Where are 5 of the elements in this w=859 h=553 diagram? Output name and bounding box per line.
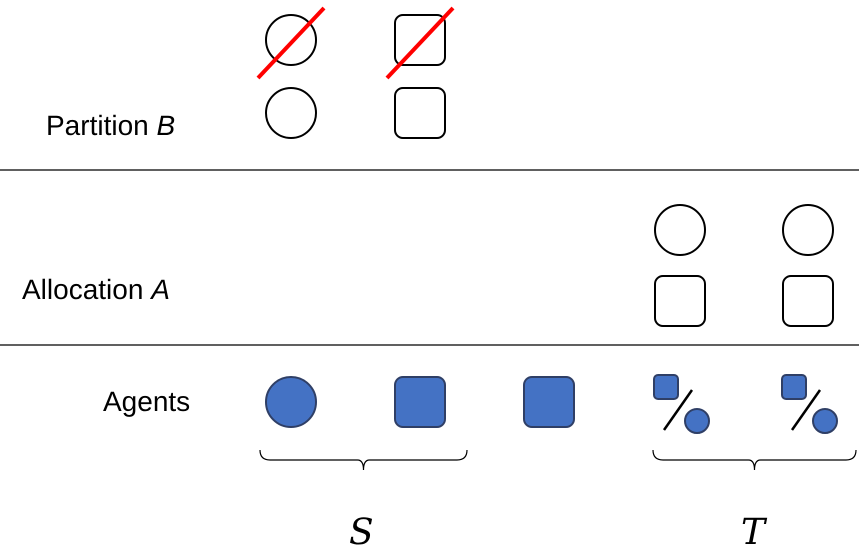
row-label: Allocation A: [22, 273, 170, 307]
set-label: S: [349, 512, 374, 553]
row-label: Agents: [103, 385, 190, 419]
row-label: Partition B: [46, 109, 176, 143]
set-label: T: [741, 512, 766, 553]
